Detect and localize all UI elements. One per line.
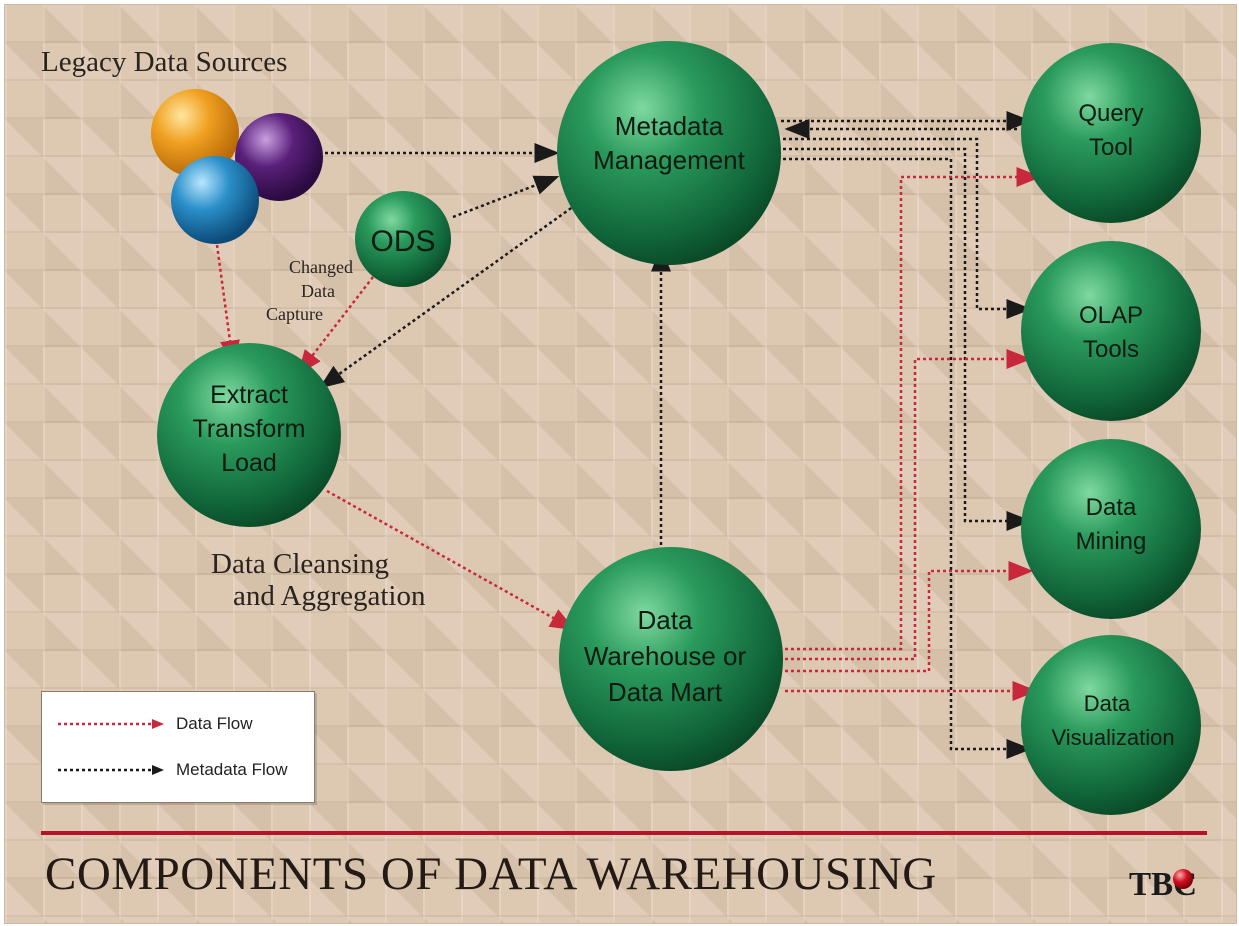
legend-data-flow: Data Flow: [56, 712, 253, 736]
legend-data-flow-label: Data Flow: [176, 714, 253, 733]
diagram-canvas: Legacy Data Sources Metadata Management …: [4, 4, 1237, 924]
legend: Data Flow Metadata Flow: [41, 691, 315, 803]
node-data-warehouse: Data Warehouse or Data Mart: [559, 547, 783, 771]
ods-to-metadata-arrow: [452, 175, 560, 219]
visualization-sphere: [1021, 635, 1201, 815]
changed-data-capture-label: Changed Data Capture: [266, 257, 353, 324]
mining-sphere: [1021, 439, 1201, 619]
metadata-sphere: [557, 41, 781, 265]
cdc-line1: Changed: [289, 257, 353, 277]
etl-label-line2: Transform: [193, 415, 306, 443]
mining-label-line2: Mining: [1076, 528, 1147, 555]
page-title: COMPONENTS OF DATA WAREHOUSING: [45, 848, 937, 900]
metadata-label-line1: Metadata: [615, 111, 724, 141]
data-warehouse-diagram: Legacy Data Sources Metadata Management …: [41, 41, 1201, 815]
cdc-line2: Data: [301, 281, 335, 301]
metadata-to-mining-arrow: [783, 147, 1032, 531]
warehouse-to-olap-arrow: [785, 349, 1032, 661]
etl-sphere: [157, 343, 341, 527]
legacy-source-purple-sphere: [235, 113, 323, 201]
ods-sphere: [355, 191, 451, 287]
etl-to-warehouse-arrow: [326, 489, 576, 631]
legacy-sources-label: Legacy Data Sources: [41, 46, 287, 78]
cleansing-line2: and Aggregation: [233, 580, 426, 612]
legacy-source-orange-sphere: [151, 89, 239, 177]
node-olap-tools: OLAP Tools: [1021, 241, 1201, 421]
cleansing-label: Data Cleansing and Aggregation: [211, 548, 426, 612]
cleansing-line1: Data Cleansing: [211, 548, 389, 580]
cdc-line3: Capture: [266, 304, 323, 324]
node-ods: ODS: [355, 191, 451, 287]
metadata-to-visualization-arrow: [783, 157, 1032, 759]
legacy-to-etl-arrow: [215, 244, 240, 366]
olap-sphere: [1021, 241, 1201, 421]
legacy-source-blue-sphere: [171, 156, 259, 244]
node-data-mining: Data Mining: [1021, 439, 1201, 619]
title-rule: [41, 831, 1207, 835]
logo-sphere: [1173, 869, 1193, 889]
warehouse-sphere: [559, 547, 783, 771]
metadata-to-olap-arrow: [783, 137, 1032, 319]
warehouse-to-query-arrow: [785, 167, 1042, 651]
olap-label-line2: Tools: [1083, 336, 1139, 363]
warehouse-label-line2: Warehouse or: [584, 641, 747, 671]
tbc-logo: TBC: [1129, 866, 1197, 903]
visualization-label-line2: Visualization: [1051, 725, 1174, 750]
warehouse-label-line1: Data: [638, 605, 693, 635]
legacy-data-sources: [151, 89, 323, 244]
ods-label: ODS: [370, 225, 435, 258]
warehouse-to-mining-arrow: [785, 561, 1034, 673]
node-extract-transform-load: Extract Transform Load: [157, 343, 341, 527]
query-label-line2: Tool: [1089, 134, 1133, 161]
legend-metadata-flow: Metadata Flow: [56, 758, 288, 782]
metadata-label-line2: Management: [593, 145, 746, 175]
olap-label-line1: OLAP: [1079, 302, 1143, 329]
node-metadata-management: Metadata Management: [557, 41, 781, 265]
etl-label-line3: Load: [221, 449, 277, 477]
query-label-line1: Query: [1078, 100, 1143, 127]
etl-label-line1: Extract: [210, 381, 288, 409]
visualization-label-line1: Data: [1084, 691, 1131, 716]
metadata-flow-arrow-icon: [58, 765, 164, 775]
warehouse-label-line3: Data Mart: [608, 677, 723, 707]
metadata-to-etl-arrow: [318, 199, 582, 389]
legend-metadata-flow-label: Metadata Flow: [176, 760, 288, 779]
ods-to-etl-arrow: [297, 276, 374, 375]
data-flow-arrow-icon: [58, 719, 164, 729]
node-query-tool: Query Tool: [1021, 43, 1201, 223]
mining-label-line1: Data: [1086, 494, 1137, 521]
query-sphere: [1021, 43, 1201, 223]
node-data-visualization: Data Visualization: [1021, 635, 1201, 815]
